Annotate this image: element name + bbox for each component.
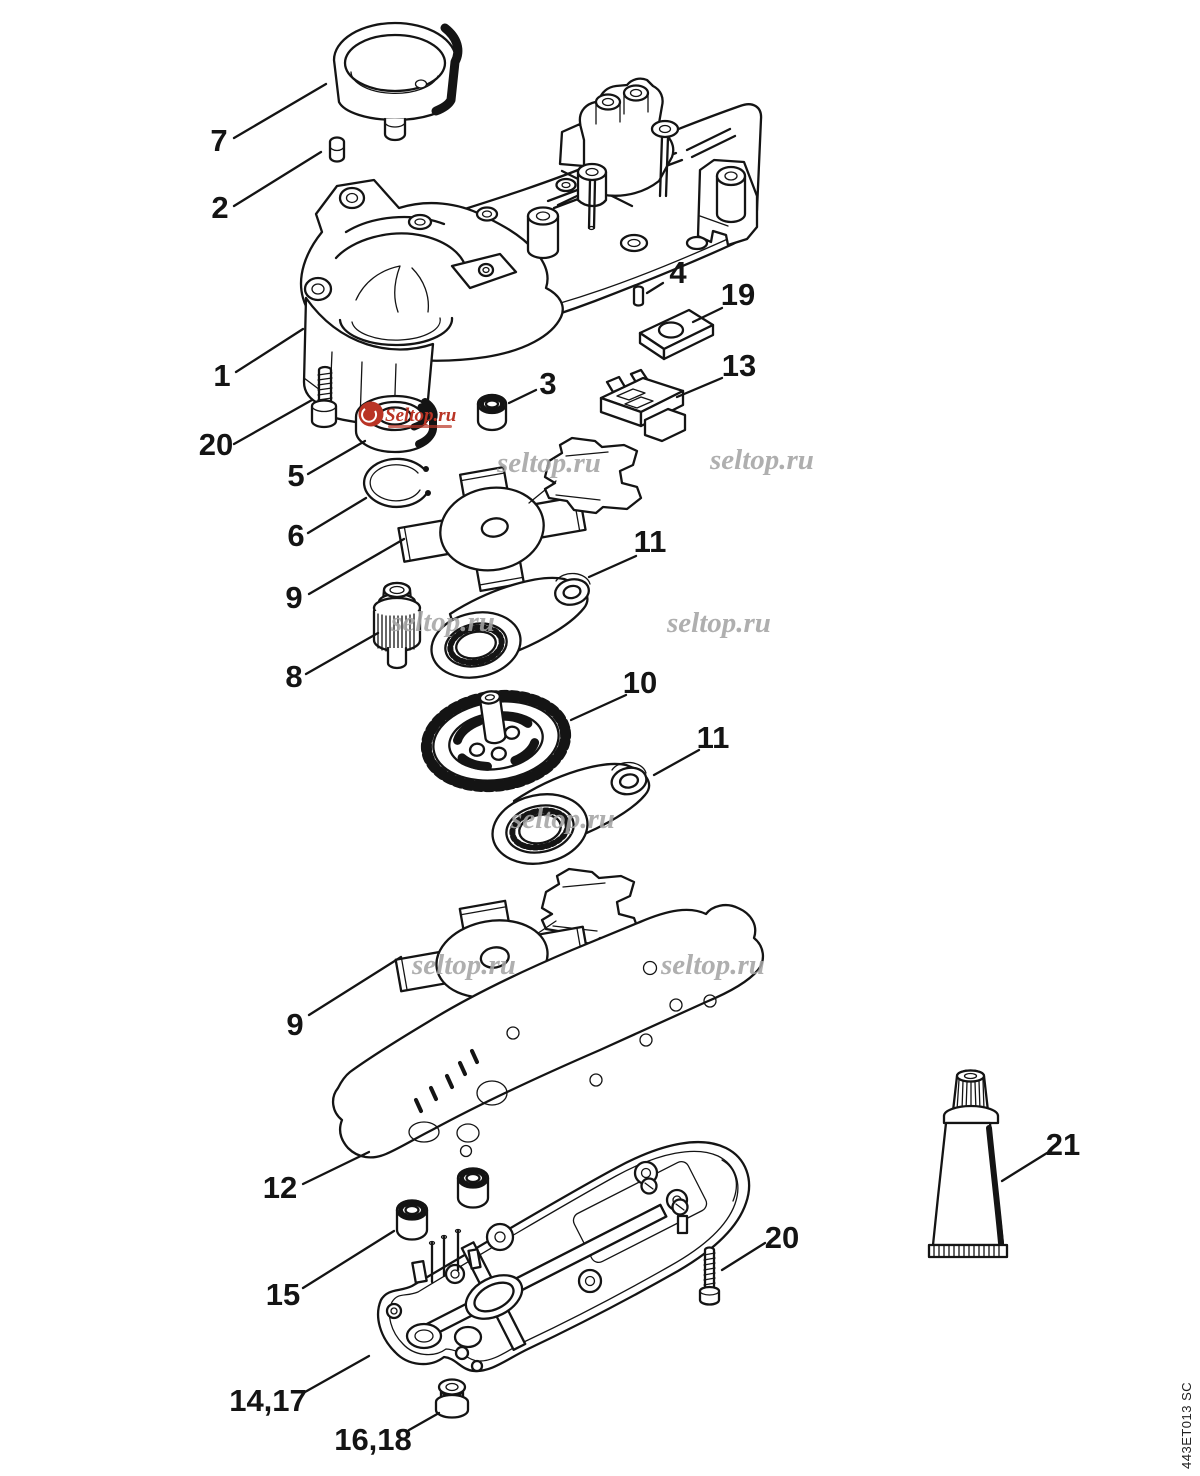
part-bottom-cover-14-17: [376, 1140, 751, 1373]
leader-line-11-lower: [652, 748, 701, 777]
watermark-text: seltop.ru: [496, 447, 601, 479]
part-label-20-bottom: 20: [765, 1220, 799, 1255]
part-screw-20-bottom: [698, 1246, 721, 1306]
part-label-8: 8: [285, 659, 302, 694]
leader-line-13: [675, 376, 724, 399]
part-cam-plate-9-upper: [397, 465, 587, 593]
leader-line-4: [645, 281, 665, 295]
part-lever-arm-11-upper: [430, 572, 591, 679]
part-needle-bearing-15b: [395, 1199, 429, 1241]
part-label-19: 19: [721, 277, 755, 312]
spring-link-line-upper: [528, 480, 557, 504]
part-gear-10: [420, 689, 572, 793]
part-label-2: 2: [211, 190, 228, 225]
leader-line-10: [569, 693, 628, 722]
watermark-text: seltop.ru: [666, 607, 771, 639]
part-gearbox-housing: [299, 77, 763, 426]
part-pin-2: [328, 136, 346, 163]
leader-line-3: [507, 388, 538, 405]
part-label-4: 4: [669, 255, 687, 290]
part-label-3: 3: [539, 366, 556, 401]
part-pin-4: [632, 285, 645, 307]
part-needle-bearing-15a: [456, 1167, 490, 1209]
part-label-20-top: 20: [199, 427, 233, 462]
part-label-11-lower: 11: [697, 720, 730, 755]
part-plug-16-18: [434, 1378, 470, 1419]
part-label-6: 6: [287, 518, 304, 553]
part-label-13: 13: [722, 348, 756, 383]
leader-line-7: [232, 82, 328, 140]
part-label-1: 1: [213, 358, 230, 393]
part-spring-plate-upper: [543, 436, 643, 515]
part-snap-ring-6: [362, 457, 431, 509]
part-plate-19: [638, 308, 715, 361]
part-label-7: 7: [210, 123, 227, 158]
watermark-text: seltop.ru: [660, 949, 765, 981]
part-label-9-lower: 9: [286, 1007, 303, 1042]
leader-line-9-lower: [307, 955, 403, 1017]
drawing-code: 443ET013 SC: [1179, 1382, 1194, 1469]
part-connector-13: [599, 368, 687, 443]
leader-line-15: [301, 1229, 396, 1290]
leader-line-2: [232, 150, 323, 208]
part-label-12: 12: [263, 1170, 297, 1205]
leader-line-20-top: [232, 398, 314, 446]
leader-line-19: [691, 306, 724, 324]
part-gasket-12: [331, 904, 765, 1159]
leader-line-1: [234, 327, 305, 374]
leader-line-5: [306, 439, 367, 476]
part-lever-arm-11-lower: [491, 761, 651, 865]
watermark-logo: Seltop.ru: [358, 401, 456, 428]
part-needle-bearing-3: [476, 393, 508, 432]
part-labels: 7 2 1 20 5 6 9 8 3 4 19 13 11 10 11 9 12…: [199, 123, 1080, 1457]
part-screw-20-top: [310, 365, 338, 429]
part-cap: [332, 21, 463, 142]
part-label-15: 15: [266, 1277, 300, 1312]
part-label-21: 21: [1046, 1127, 1080, 1162]
part-label-5: 5: [287, 458, 304, 493]
part-label-16-18: 16,18: [334, 1422, 412, 1457]
leader-line-21: [1000, 1151, 1049, 1183]
part-label-11-upper: 11: [634, 524, 667, 559]
leader-line-8: [304, 631, 380, 676]
part-label-14-17: 14,17: [229, 1383, 307, 1418]
part-label-9-upper: 9: [285, 580, 302, 615]
part-grease-tube-21: [927, 1069, 1009, 1259]
leader-line-12: [301, 1150, 371, 1186]
watermark-text: seltop.ru: [510, 803, 615, 835]
watermarks: seltop.ru seltop.ru seltop.ru seltop.ru …: [358, 401, 814, 981]
part-label-10: 10: [623, 665, 657, 700]
part-pinion-8: [372, 581, 422, 670]
watermark-text: seltop.ru: [709, 444, 814, 476]
leader-line-11-upper: [587, 554, 638, 579]
watermark-text: seltop.ru: [411, 949, 516, 981]
leader-line-9-upper: [307, 537, 406, 596]
leader-line-16-18: [407, 1411, 441, 1432]
watermark-text: seltop.ru: [390, 606, 495, 638]
leader-line-6: [306, 496, 368, 535]
leader-line-14-17: [303, 1354, 371, 1394]
leader-lines: [232, 82, 1049, 1432]
watermark-logo-text: Seltop.ru: [385, 405, 456, 426]
leader-line-20-bottom: [720, 1241, 767, 1272]
